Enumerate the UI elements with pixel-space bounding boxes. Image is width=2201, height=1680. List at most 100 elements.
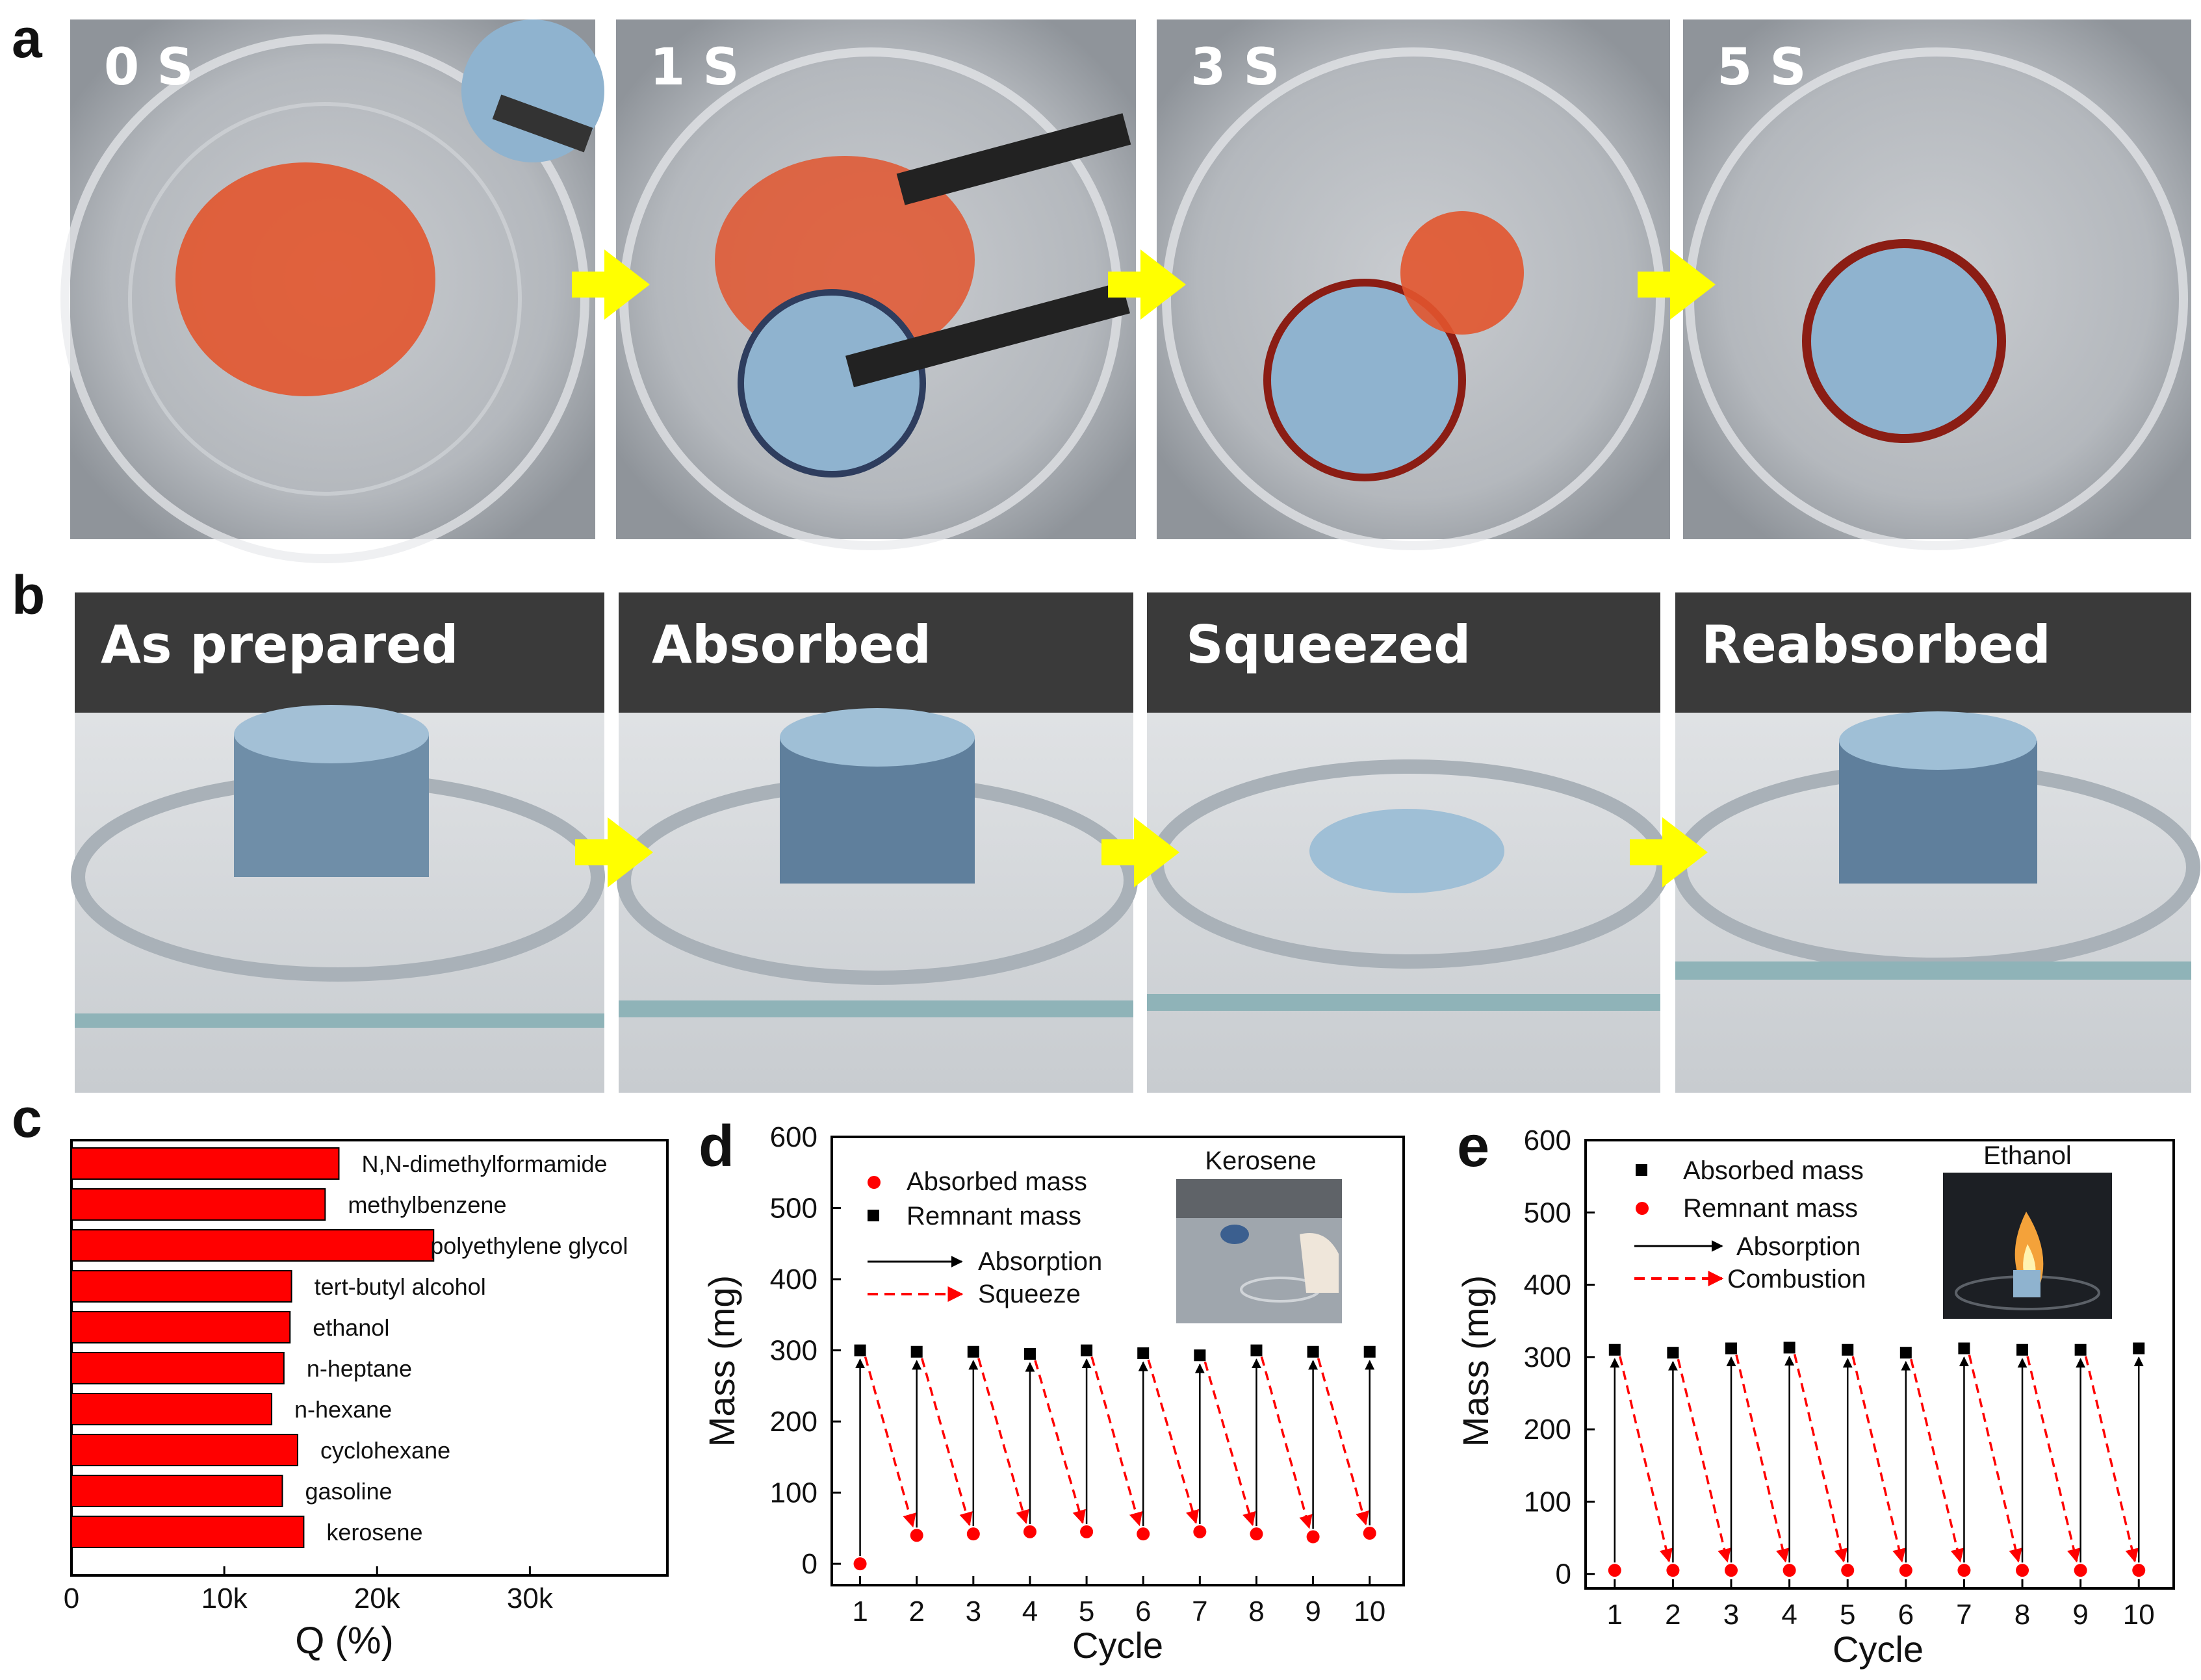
transfer-arrow	[1851, 1356, 1906, 1563]
transfer-arrow	[1147, 1359, 1200, 1524]
data-point	[1081, 1344, 1093, 1356]
data-point	[2016, 1564, 2029, 1577]
transfer-arrow	[1619, 1356, 1673, 1563]
data-point	[1023, 1525, 1036, 1538]
y-tick-label: 300	[770, 1335, 817, 1367]
data-point	[1899, 1564, 1912, 1577]
data-point	[910, 1529, 923, 1542]
data-point	[1250, 1527, 1263, 1541]
oil-drop	[175, 162, 435, 396]
data-point	[967, 1345, 979, 1358]
data-point	[1958, 1342, 1970, 1355]
legend-label: Combustion	[1727, 1265, 1866, 1293]
data-point	[1250, 1344, 1263, 1356]
data-point	[2016, 1343, 2029, 1356]
x-tick-label: 4	[1022, 1596, 1038, 1627]
inset-photo-ethanol: Ethanol	[1943, 1141, 2112, 1319]
x-tick-label: 5	[1079, 1596, 1094, 1627]
x-tick-label: 0	[64, 1583, 79, 1614]
data-point	[853, 1557, 867, 1571]
frame-title: Squeezed	[1186, 615, 1471, 675]
legend-label: Squeeze	[978, 1280, 1081, 1308]
x-tick-label: 6	[1135, 1596, 1151, 1627]
y-tick-label: 200	[1524, 1414, 1571, 1445]
legend-label: Remnant mass	[907, 1202, 1081, 1230]
data-point	[2133, 1342, 2145, 1355]
sponge	[1802, 239, 2006, 443]
sponge	[1309, 809, 1504, 893]
bar-label: cyclohexane	[320, 1437, 450, 1464]
data-point	[1137, 1527, 1150, 1541]
frame-title: 5 S	[1717, 38, 1807, 97]
x-tick-label: 30k	[507, 1583, 554, 1614]
data-point	[1841, 1564, 1855, 1577]
y-tick-label: 0	[802, 1548, 817, 1580]
bar-label: n-heptane	[307, 1355, 412, 1382]
x-tick-label: 8	[2014, 1599, 2030, 1631]
bar	[71, 1352, 285, 1384]
bar-label: kerosene	[326, 1519, 422, 1546]
transfer-arrow	[1090, 1356, 1143, 1527]
data-point	[1363, 1345, 1376, 1358]
transfer-arrow	[1203, 1361, 1256, 1527]
x-tick-label: 1	[852, 1596, 868, 1627]
x-tick-label: 2	[908, 1596, 924, 1627]
inset-title: Kerosene	[1205, 1147, 1316, 1175]
frame-title: 3 S	[1191, 38, 1280, 97]
y-tick-label: 500	[770, 1193, 817, 1225]
legend-label: Absorbed mass	[907, 1167, 1087, 1196]
bar	[71, 1188, 326, 1221]
data-point	[1666, 1564, 1680, 1577]
transfer-arrow	[2084, 1356, 2139, 1563]
y-tick-label: 600	[1524, 1125, 1571, 1156]
y-axis-title: Mass (mg)	[701, 1275, 742, 1447]
panel-label-c: c	[12, 1088, 42, 1149]
y-tick-label: 200	[770, 1406, 817, 1438]
data-point	[1725, 1342, 1738, 1355]
data-point	[2074, 1564, 2087, 1577]
data-point	[1194, 1349, 1206, 1362]
photo-a-0s: 0 S	[60, 19, 604, 563]
data-point	[2132, 1564, 2146, 1577]
bar	[71, 1270, 292, 1303]
legend-label: Absorption	[978, 1247, 1102, 1276]
transfer-arrow	[977, 1358, 1029, 1524]
frame-title: 0 S	[104, 38, 194, 97]
bar	[71, 1475, 283, 1507]
data-point	[1137, 1347, 1150, 1359]
sponge	[234, 705, 429, 763]
chart-c: N,N-dimethylformamidemethylbenzenepolyet…	[64, 1139, 669, 1662]
sponge	[1263, 279, 1466, 481]
x-axis-title: Cycle	[1072, 1625, 1163, 1666]
x-tick-label: 5	[1840, 1599, 1855, 1631]
data-point	[854, 1344, 866, 1356]
x-tick-label: 10k	[201, 1583, 248, 1614]
data-point	[1725, 1564, 1738, 1577]
panel-label-a: a	[12, 8, 43, 69]
x-tick-label: 3	[1723, 1599, 1739, 1631]
y-tick-label: 500	[1524, 1197, 1571, 1228]
data-point	[1608, 1343, 1621, 1356]
data-point	[1608, 1564, 1621, 1577]
x-tick-label: 7	[1192, 1596, 1207, 1627]
photo-b-squeezed: Squeezed	[1147, 592, 1671, 1093]
transfer-arrow	[1260, 1356, 1313, 1529]
transfer-arrow	[1793, 1353, 1848, 1563]
plot-frame	[1584, 1139, 2175, 1590]
photo-b-as-prepared: As prepared	[71, 592, 605, 1093]
arrow-right-icon	[575, 817, 653, 887]
x-axis-title: Cycle	[1833, 1629, 1924, 1670]
legend-label: Absorption	[1736, 1232, 1860, 1261]
legend: Absorbed mass Remnant mass Absorption Co…	[1634, 1156, 1866, 1293]
legend-label: Remnant mass	[1683, 1194, 1858, 1223]
x-tick-label: 1	[1607, 1599, 1623, 1631]
bar	[71, 1147, 340, 1180]
bar-label: methylbenzene	[348, 1191, 506, 1218]
data-point	[1899, 1347, 1912, 1359]
arrow-right-icon	[1101, 817, 1179, 887]
x-tick-label: 2	[1665, 1599, 1680, 1631]
legend-label: Absorbed mass	[1683, 1156, 1864, 1185]
inset-photo-kerosene: Kerosene	[1176, 1147, 1342, 1323]
transfer-arrow	[1317, 1358, 1369, 1526]
